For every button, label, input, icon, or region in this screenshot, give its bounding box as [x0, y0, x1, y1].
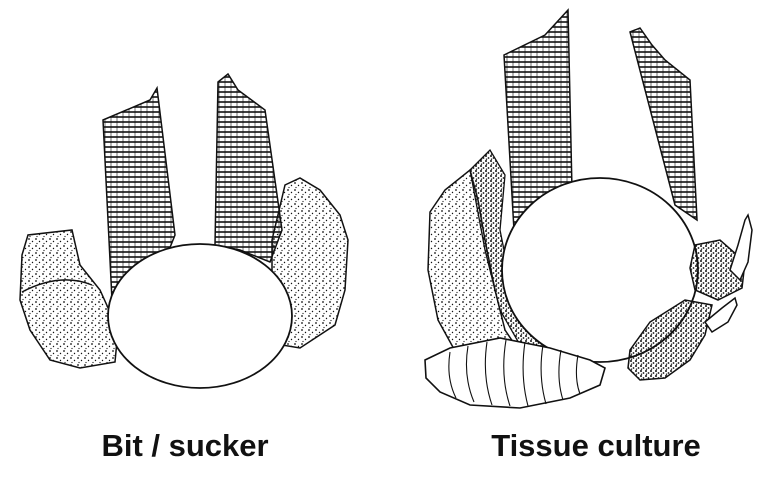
tissue-culture-drawing — [424, 8, 753, 409]
right-leaf-sheath — [214, 72, 283, 263]
tc-dark-lobe-lower — [627, 299, 713, 381]
caption-tissue-culture: Tissue culture — [491, 428, 701, 463]
tc-shoot-tip-upper — [729, 213, 753, 282]
central-corm — [107, 243, 293, 389]
tc-shoot-tip-lower — [703, 296, 738, 334]
left-root-segment — [19, 229, 119, 369]
left-root-ring — [21, 279, 93, 293]
tc-right-leaf-sheath — [629, 27, 698, 222]
tc-dark-lobe-upper — [689, 239, 746, 301]
tc-base-ribs — [448, 339, 581, 407]
caption-bit-sucker: Bit / sucker — [101, 428, 269, 463]
bit-sucker-drawing — [19, 72, 349, 389]
